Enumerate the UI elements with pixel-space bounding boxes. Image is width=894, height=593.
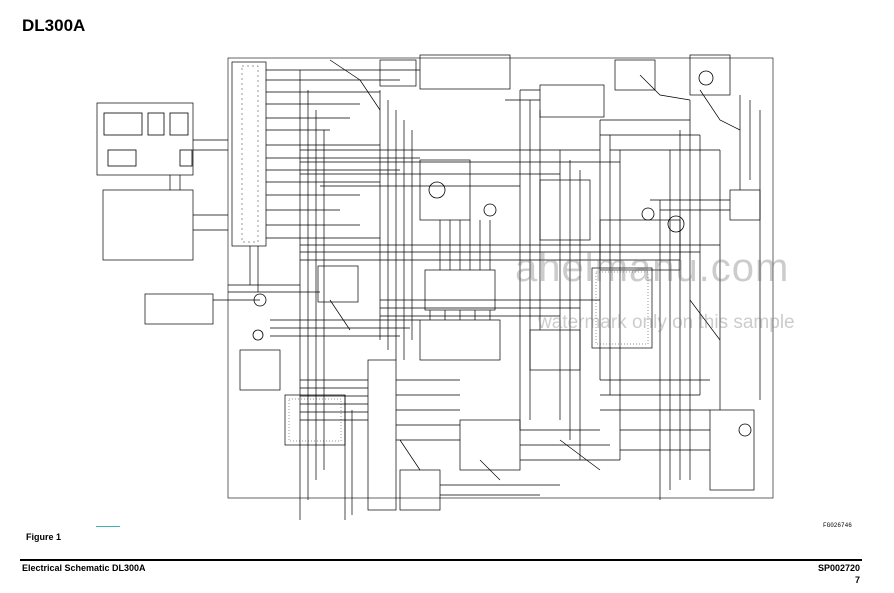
sensor-symbol [738, 423, 752, 437]
central-controller [367, 359, 397, 511]
far-right-relay [729, 189, 761, 221]
motor-module [317, 265, 359, 303]
lower-switch-bank [419, 319, 501, 361]
connector-grid-shade [288, 398, 342, 442]
solenoid-block [399, 469, 441, 511]
fuse-block [591, 267, 653, 349]
mid-module [539, 179, 591, 241]
gauge-symbol-2 [483, 203, 497, 217]
connector-diagram-box [96, 102, 194, 176]
diode-module [459, 419, 521, 471]
relay-box-right [709, 409, 755, 491]
figure-label: Figure 1 [26, 532, 62, 542]
footer-doc-number: SP002720 [817, 563, 860, 573]
connector-face-1 [103, 112, 143, 136]
fuse-grid-shade [595, 271, 649, 345]
right-upper-module [614, 59, 656, 91]
connector-face-3 [169, 112, 189, 136]
switch-bank [424, 269, 496, 311]
lamp-module [239, 349, 281, 391]
lamp-symbol-2 [252, 329, 264, 341]
gauge-symbol [428, 181, 446, 199]
footer-document-title: Electrical Schematic DL300A [22, 563, 146, 573]
pin-column-left [241, 65, 259, 243]
page-number: 7 [854, 575, 860, 585]
upper-module-3 [379, 59, 417, 87]
side-module-box [102, 189, 194, 261]
electrical-schematic [96, 54, 774, 520]
upper-module-2 [539, 84, 605, 118]
connector-face-5 [179, 149, 193, 167]
motor-symbol-2 [641, 207, 655, 221]
wire-runs-vertical [169, 70, 761, 520]
lower-left-module [144, 293, 214, 325]
accent-divider [96, 526, 120, 527]
lamp-symbol-1 [253, 293, 267, 307]
main-harness-frame [227, 57, 774, 499]
watermark-line-2: watermark only on this sample [538, 312, 795, 333]
connector-face-2 [147, 112, 165, 136]
document-title: DL300A [22, 16, 86, 35]
motor-symbol-1 [667, 215, 685, 233]
gauge-module [419, 159, 471, 221]
upper-module-1 [419, 54, 511, 90]
footer-rule [20, 559, 862, 561]
horn-symbol [698, 70, 714, 86]
sensor-module [529, 329, 581, 371]
far-right-module [689, 54, 731, 96]
wire-runs-angled [329, 59, 741, 481]
watermark-line-1: ahelmanu.com [515, 246, 790, 290]
figure-code: FG026746 [823, 522, 852, 529]
connector-face-4 [107, 149, 137, 167]
ecu-connector-block [231, 61, 267, 247]
